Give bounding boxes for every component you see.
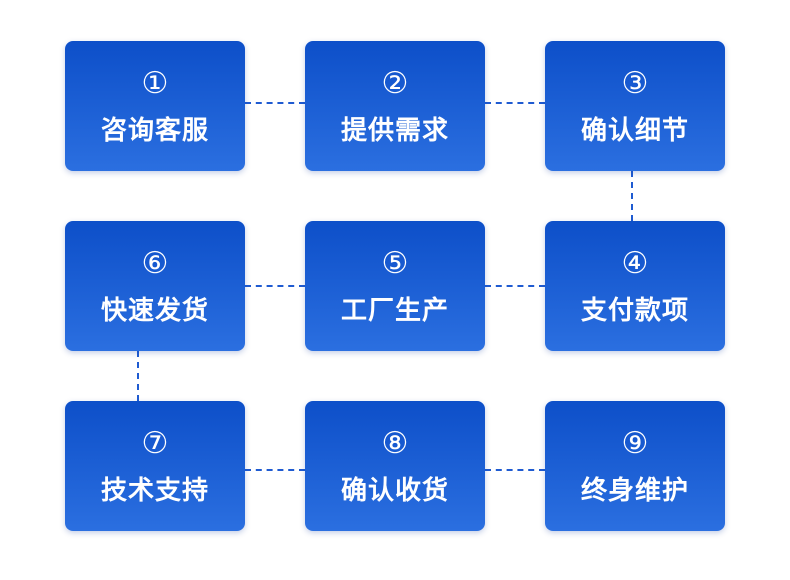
- step-number: ⑥: [141, 246, 169, 281]
- connector-3-4: [631, 171, 633, 221]
- step-box-5: ⑤ 工厂生产: [305, 221, 485, 351]
- step-label: 提供需求: [340, 116, 449, 146]
- step-number: ③: [621, 66, 649, 101]
- connector-7-8: [245, 469, 305, 471]
- connector-5-6: [245, 285, 305, 287]
- step-box-7: ⑦ 技术支持: [65, 401, 245, 531]
- step-box-8: ⑧ 确认收货: [305, 401, 485, 531]
- step-number: ⑨: [621, 426, 649, 461]
- step-label: 终身维护: [580, 476, 689, 506]
- step-number: ⑤: [381, 246, 409, 281]
- connector-4-5: [485, 285, 545, 287]
- step-box-2: ② 提供需求: [305, 41, 485, 171]
- step-label: 咨询客服: [100, 116, 209, 146]
- step-box-9: ⑨ 终身维护: [545, 401, 725, 531]
- connector-2-3: [485, 102, 545, 104]
- step-box-3: ③ 确认细节: [545, 41, 725, 171]
- step-number: ⑧: [381, 426, 409, 461]
- step-number: ⑦: [141, 426, 169, 461]
- step-label: 技术支持: [100, 476, 209, 506]
- step-label: 工厂生产: [340, 296, 449, 326]
- step-label: 确认细节: [580, 116, 689, 146]
- step-label: 支付款项: [580, 296, 689, 326]
- connector-8-9: [485, 469, 545, 471]
- step-number: ②: [381, 66, 409, 101]
- step-label: 快速发货: [100, 296, 209, 326]
- step-box-1: ① 咨询客服: [65, 41, 245, 171]
- step-label: 确认收货: [340, 476, 449, 506]
- connector-6-7: [137, 351, 139, 401]
- step-box-4: ④ 支付款项: [545, 221, 725, 351]
- connector-1-2: [245, 102, 305, 104]
- step-box-6: ⑥ 快速发货: [65, 221, 245, 351]
- step-number: ①: [141, 66, 169, 101]
- step-number: ④: [621, 246, 649, 281]
